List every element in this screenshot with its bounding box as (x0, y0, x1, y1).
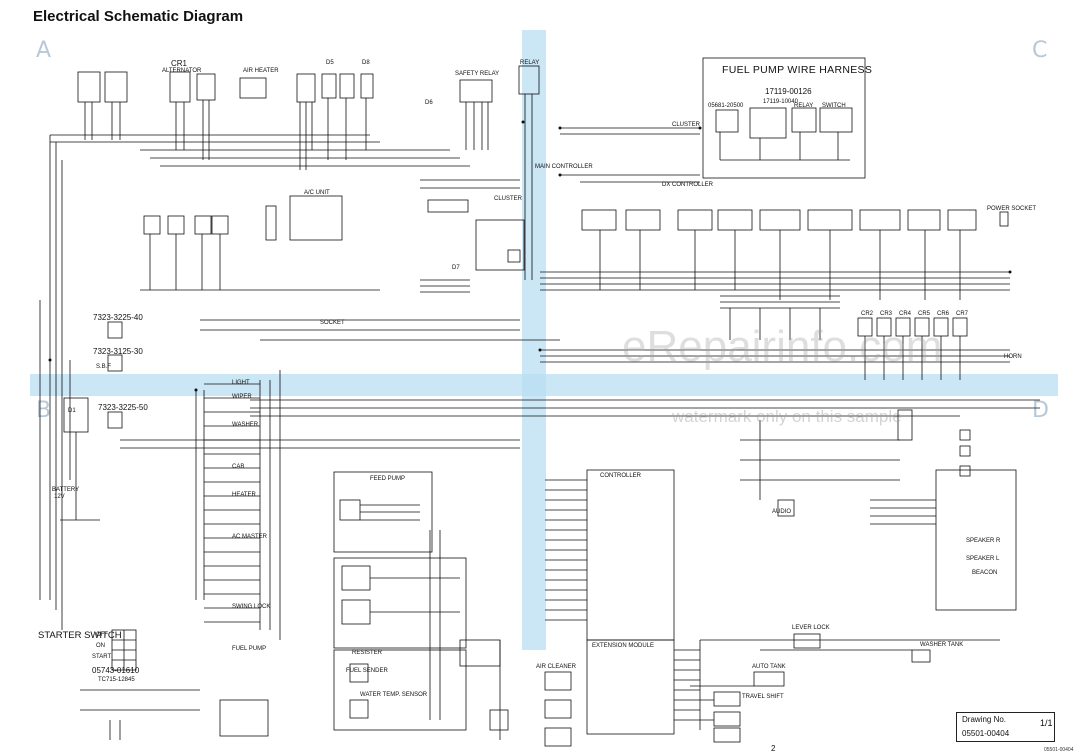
speaker-r-label: SPEAKER R (966, 538, 1001, 544)
zone-marker-c: C (1032, 38, 1048, 63)
extension-module-label: EXTENSION MODULE (592, 643, 655, 649)
fuse-2-label: 7323-3125-30 (93, 347, 143, 356)
fuse-3-label: 7323-3225-50 (98, 403, 148, 412)
air-heater-label: AIR HEATER (243, 68, 279, 74)
cluster-top-label: CLUSTER (672, 122, 701, 128)
swing-lock-label: SWING LOCK (232, 604, 271, 610)
d5-label: D5 (326, 60, 334, 66)
fuse-1-label: 7323-3225-40 (93, 313, 143, 322)
cr6-label: CR6 (937, 311, 950, 317)
harness-relay-part: 17119-10040 (763, 99, 798, 105)
harness-left-part: 05681-20500 (708, 103, 744, 109)
heater-label: HEATER (232, 492, 256, 498)
cab-label: CAB (232, 464, 245, 470)
starter-pos-on: ON (96, 643, 105, 649)
safety-relay-label: SAFETY RELAY (455, 71, 500, 77)
sbf-label: S.B.F (96, 364, 112, 370)
page-title: Electrical Schematic Diagram (33, 8, 244, 25)
drawing-sheet: 1/1 (1040, 718, 1053, 728)
lever-lock-label: LEVER LOCK (792, 625, 830, 631)
battery-label: BATTERY (52, 487, 80, 493)
ac-master-label: AC MASTER (232, 534, 268, 540)
cr7-label: CR7 (956, 311, 969, 317)
light-label: LIGHT (232, 380, 250, 386)
wire-group (39, 57, 1040, 747)
travel-shift-label: TRAVEL SHIFT (742, 694, 784, 700)
drawing-number-box: Drawing No. 05501-00404 1/1 (956, 712, 1055, 742)
d8-label: D8 (362, 60, 370, 66)
ac-unit-label: A/C UNIT (304, 190, 330, 196)
corner-code: 05501-00404 (1044, 747, 1074, 753)
connector-dots (48, 120, 1012, 392)
alternator-label: ALTERNATOR (162, 68, 202, 74)
washer-label: WASHER (232, 422, 259, 428)
air-cleaner-label: AIR CLEANER (536, 664, 577, 670)
auto-tank-label: AUTO TANK (752, 664, 786, 670)
d7-label: D7 (452, 265, 460, 271)
zone-marker-a: A (36, 38, 52, 63)
beacon-label: BEACON (972, 570, 998, 576)
power-socket-label: POWER SOCKET (987, 206, 1037, 212)
harness-relay-label: RELAY (794, 103, 814, 109)
harness-switch-label: SWITCH (822, 103, 846, 109)
fuel-sender-label: FUEL SENDER (346, 668, 388, 674)
battery-volt-label: 12V (54, 494, 65, 500)
cr1-label: CR1 (171, 59, 188, 68)
cr4-label: CR4 (899, 311, 912, 317)
horizontal-highlight-band (30, 374, 1058, 396)
drawing-number-value: 05501-00404 (962, 729, 1010, 738)
cluster-label: CLUSTER (494, 196, 523, 202)
starter-part-a: 05743-01610 (92, 666, 140, 675)
starter-switch-title: STARTER SWITCH (38, 630, 122, 641)
d1-label: D1 (68, 408, 76, 414)
cr2-label: CR2 (861, 311, 874, 317)
dx-controller-label: DX CONTROLLER (662, 182, 714, 188)
starter-pos-off: OFF (96, 632, 108, 638)
page-number: 2 (771, 744, 776, 753)
starter-part-b: TC715-12845 (98, 677, 135, 683)
d6-label: D6 (425, 100, 433, 106)
socket-label: SOCKET (320, 320, 345, 326)
harness-part-number: 17119-00126 (765, 87, 812, 96)
speaker-l-label: SPEAKER L (966, 556, 1000, 562)
fuel-pump-label: FUEL PUMP (232, 646, 267, 652)
watermark-main: eRepairinfo.com (622, 322, 943, 371)
zone-marker-d: D (1032, 398, 1049, 423)
watermark-sub: watermark only on this sample (672, 407, 902, 426)
water-temp-sensor-label: WATER TEMP. SENSOR (360, 692, 428, 698)
wiper-label: WIPER (232, 394, 252, 400)
cr5-label: CR5 (918, 311, 931, 317)
starter-pos-start: START (92, 654, 112, 660)
cr3-label: CR3 (880, 311, 893, 317)
washer-tank-label: WASHER TANK (920, 642, 964, 648)
fuel-pump-harness-title: FUEL PUMP WIRE HARNESS (722, 64, 873, 76)
audio-label: AUDIO (772, 509, 792, 515)
controller-label: CONTROLLER (600, 473, 642, 479)
relay-label: RELAY (520, 60, 540, 66)
main-controller-label: MAIN CONTROLLER (535, 164, 593, 170)
drawing-number-label: Drawing No. (962, 715, 1007, 724)
horn-label: HORN (1004, 354, 1022, 360)
resister-label: RESISTER (352, 650, 383, 656)
feed-pump-label: FEED PUMP (370, 476, 406, 482)
